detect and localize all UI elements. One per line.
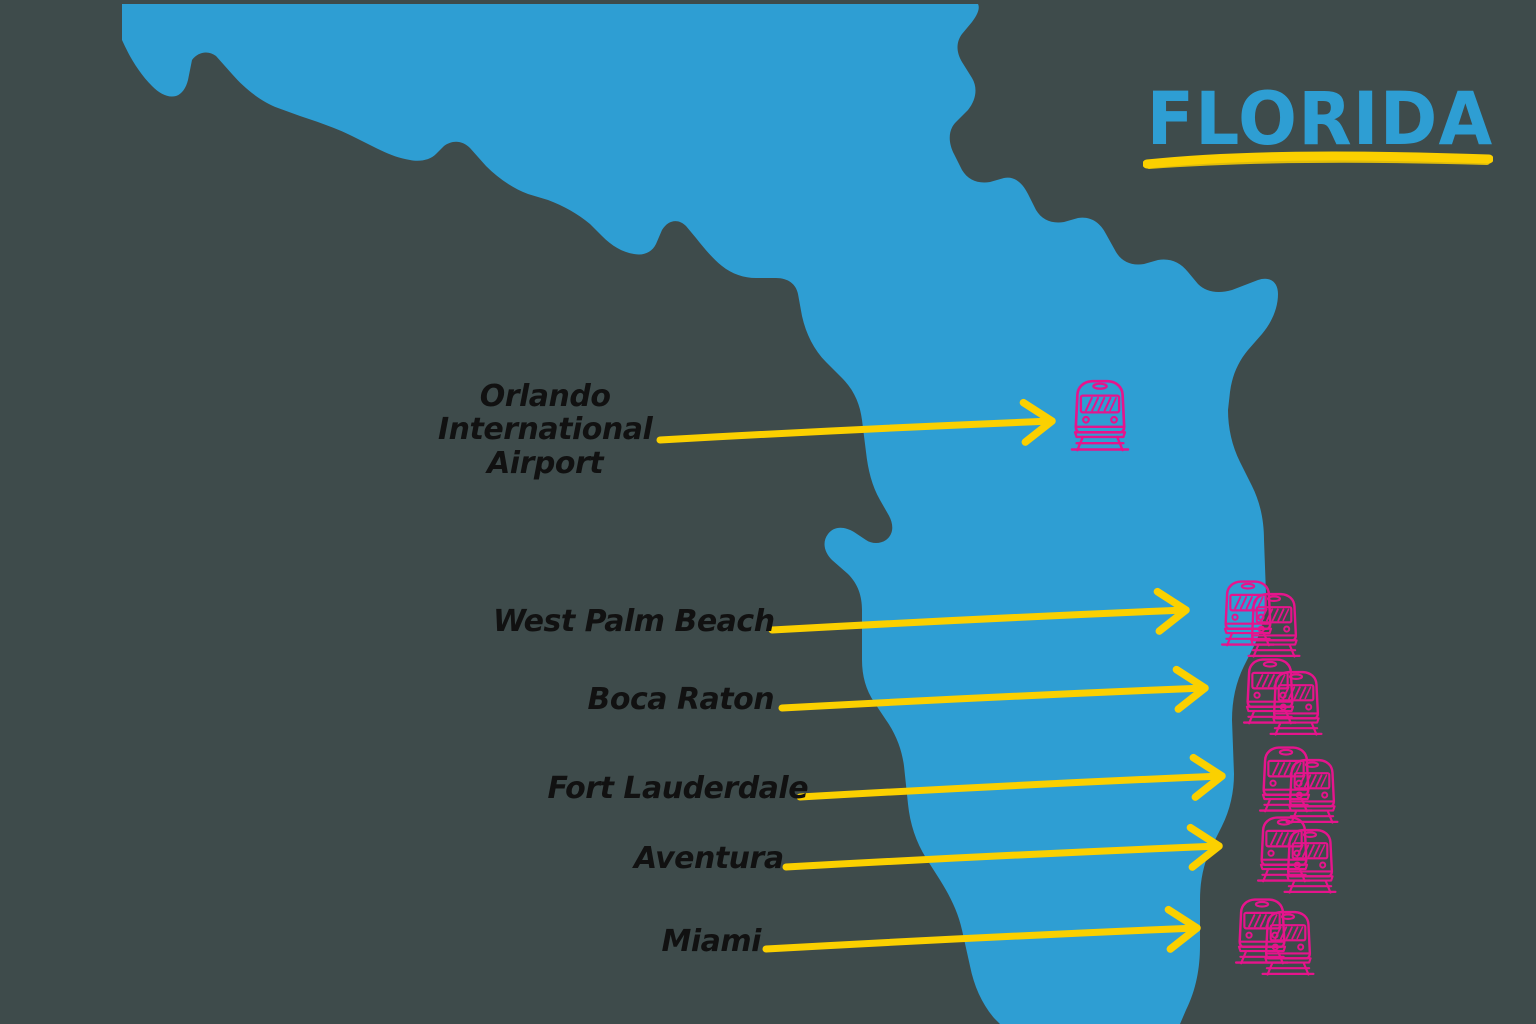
station-label-line: Airport bbox=[487, 445, 604, 481]
station-label-fort-lauderdale: Fort Lauderdale bbox=[548, 772, 809, 806]
station-label-line: Fort Lauderdale bbox=[547, 771, 809, 806]
map-title-block: FLORIDA bbox=[1147, 82, 1493, 155]
page-title: FLORIDA bbox=[1146, 75, 1494, 162]
station-label-line: West Palm Beach bbox=[493, 604, 775, 639]
station-label-line: International bbox=[438, 412, 653, 448]
station-label-boca-raton: Boca Raton bbox=[588, 683, 775, 717]
florida-state-shape bbox=[122, 4, 1278, 1024]
station-label-aventura: Aventura bbox=[634, 842, 784, 876]
title-underline bbox=[1143, 151, 1493, 169]
station-label-line: Boca Raton bbox=[587, 682, 775, 717]
station-label-west-palm-beach: West Palm Beach bbox=[493, 605, 775, 639]
station-label-line: Miami bbox=[661, 924, 762, 959]
station-label-line: Orlando bbox=[479, 378, 611, 414]
station-label-miami: Miami bbox=[661, 924, 762, 959]
station-label-line: Aventura bbox=[634, 841, 784, 876]
